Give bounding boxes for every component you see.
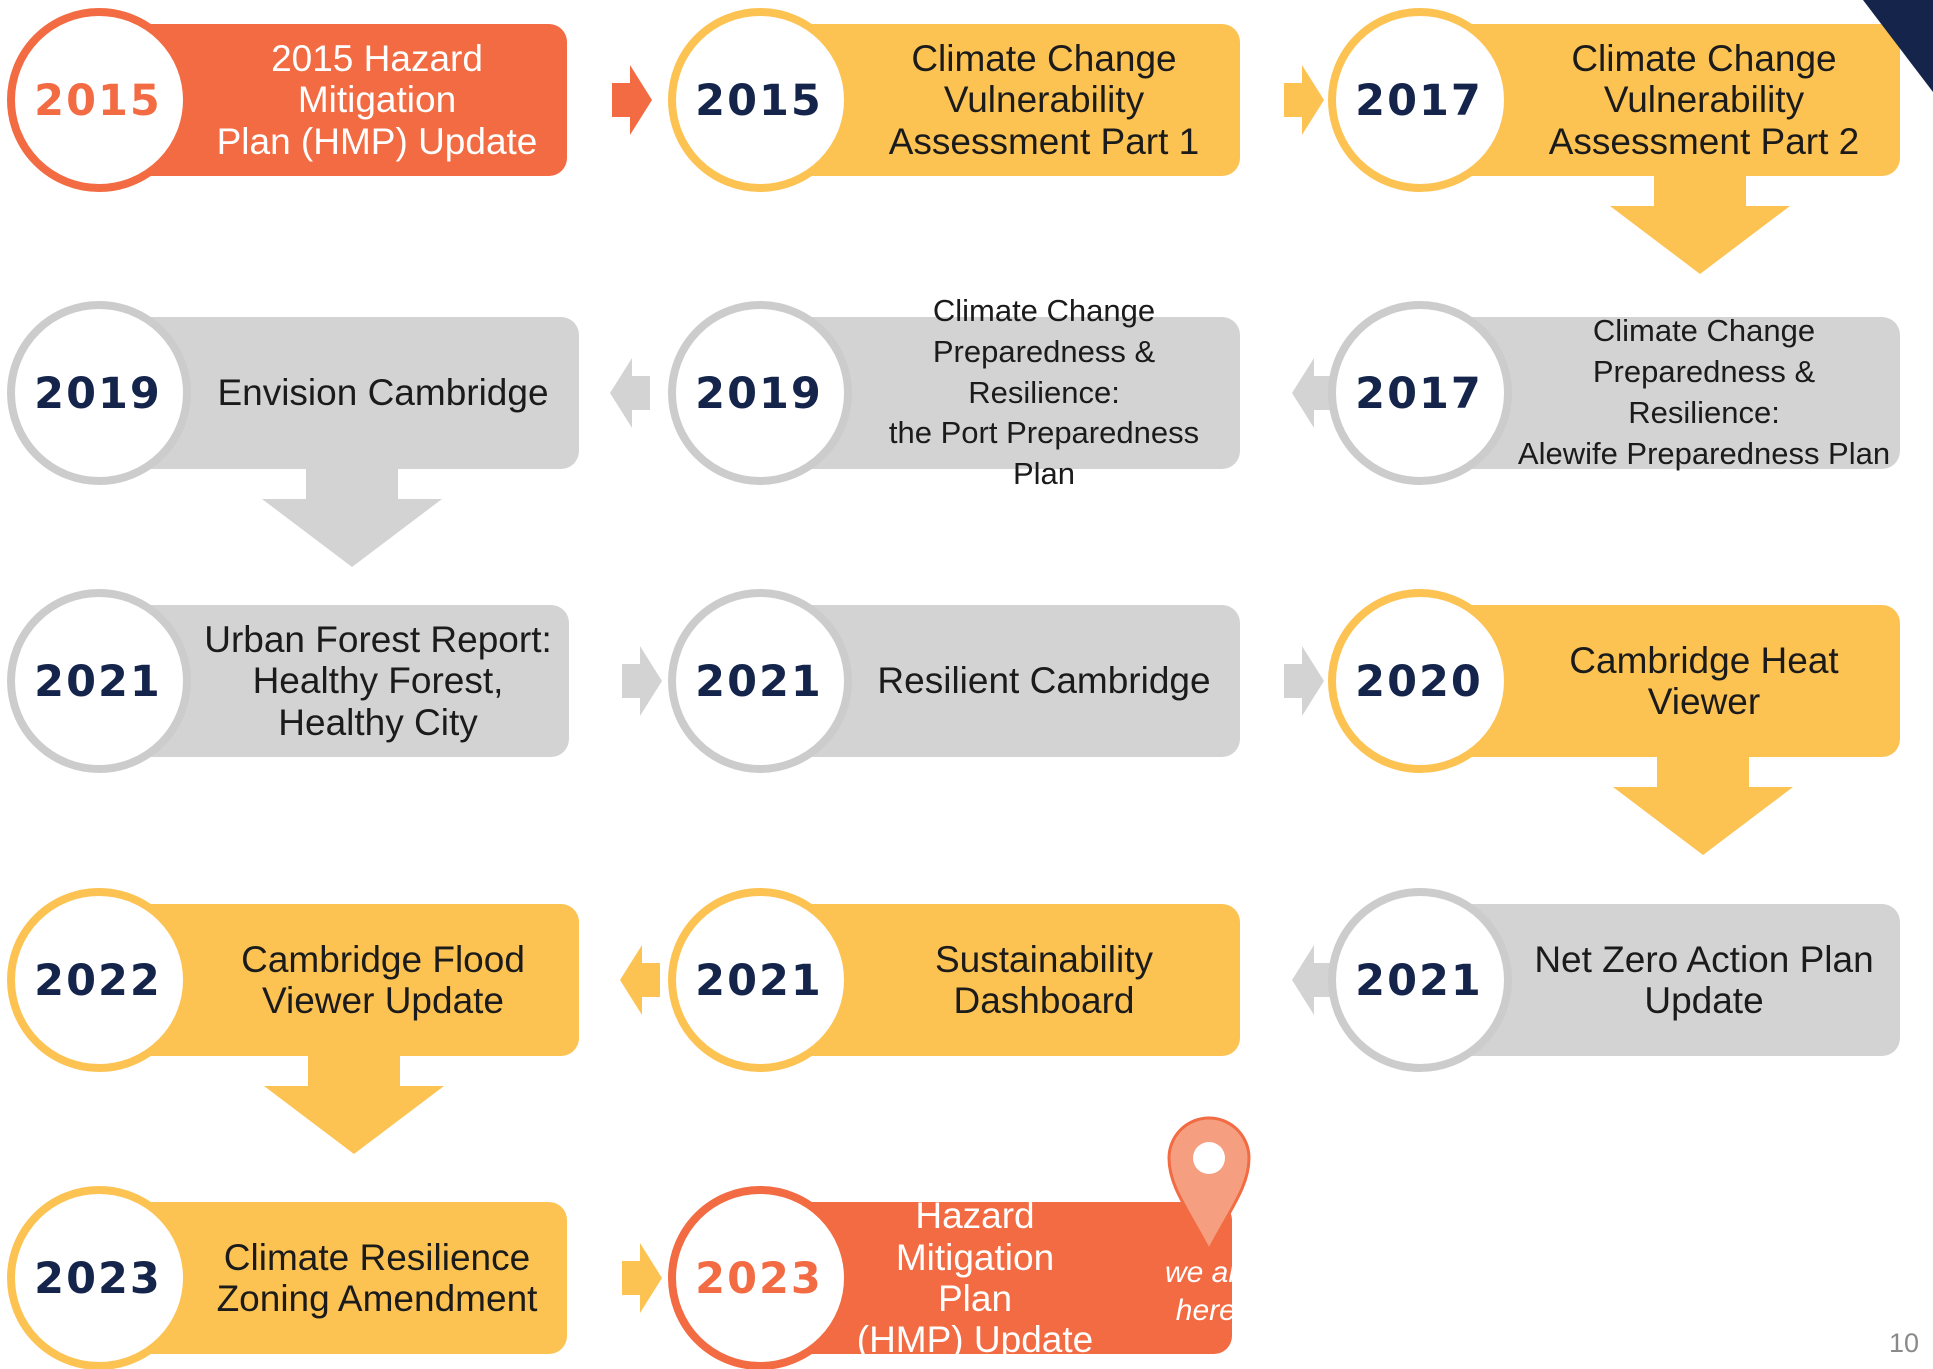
step-card: 2017 (1328, 301, 1900, 485)
year-label: 2021 (695, 956, 823, 1006)
step-label: Cambridge Heat Viewer (1569, 639, 1839, 722)
year-badge (7, 589, 191, 773)
arrow-left-icon (620, 945, 660, 1015)
year-label: 2023 (695, 1254, 823, 1304)
arrow-right-icon (1284, 65, 1324, 135)
step-label: Climate Change Preparedness & Resilience… (1517, 313, 1891, 471)
step-card: 2023 (7, 1186, 567, 1369)
year-badge (1328, 589, 1512, 773)
year-label: 2022 (34, 956, 162, 1006)
step-label: Hazard Mitigation Plan (HMP) Update (856, 1195, 1094, 1361)
step-card-body (760, 317, 1240, 469)
map-pin-icon (1167, 1116, 1251, 1254)
arrow-down-icon (264, 1056, 444, 1154)
step-card-body (1420, 24, 1900, 176)
connector-arrows (262, 65, 1793, 1313)
year-label: 2017 (1355, 76, 1483, 126)
step-card: 2021 (7, 589, 569, 773)
year-label: 2021 (1355, 956, 1483, 1006)
step-card-body (99, 317, 579, 469)
arrow-right-icon (622, 646, 662, 716)
year-label: 2019 (34, 369, 162, 419)
step-label: Urban Forest Report: Healthy Forest, Hea… (204, 618, 552, 743)
arrow-down-icon (1610, 176, 1790, 274)
step-card: 2015 (668, 8, 1240, 192)
year-label: 2019 (695, 369, 823, 419)
step-card-body (760, 605, 1240, 757)
we-are-here-label: we are here! (1164, 1256, 1256, 1327)
step-card: 2019 (668, 301, 1240, 485)
year-badge (7, 888, 191, 1072)
step-card: 2021 (668, 888, 1240, 1072)
step-card-body (760, 1202, 1232, 1354)
step-card: 2021 (668, 589, 1240, 773)
page-number: 10 (1888, 1328, 1919, 1358)
year-badge (1328, 888, 1512, 1072)
arrow-right-icon (1284, 646, 1324, 716)
year-badge (7, 1186, 191, 1369)
year-badge (1328, 8, 1512, 192)
year-label: 2020 (1355, 657, 1483, 707)
step-card: 2015 (7, 8, 567, 192)
step-card-body (1420, 605, 1900, 757)
year-label: 2015 (34, 76, 162, 126)
corner-tab (1863, 0, 1933, 92)
year-badge (7, 301, 191, 485)
arrow-down-icon (262, 469, 442, 567)
step-card-body (99, 605, 569, 757)
year-badge (1328, 301, 1512, 485)
step-card-body (760, 904, 1240, 1056)
year-label: 2021 (695, 657, 823, 707)
year-badge (668, 888, 852, 1072)
year-label: 2021 (34, 657, 162, 707)
year-badge (668, 1186, 852, 1369)
year-badge (668, 301, 852, 485)
year-label: 2023 (34, 1254, 162, 1304)
arrow-left-icon (1292, 945, 1332, 1015)
year-label: 2017 (1355, 369, 1483, 419)
step-card: 2023 (668, 1186, 1232, 1369)
year-badge (7, 8, 191, 192)
step-card: 2017 (1328, 8, 1900, 192)
location-marker (1167, 1116, 1251, 1254)
step-card-body (760, 24, 1240, 176)
step-cards: 2015 2015 2017 2017 2019 2019 2021 2021 2020 2021… (7, 8, 1900, 1369)
step-label: Net Zero Action Plan Update (1534, 938, 1874, 1021)
year-badge (668, 8, 852, 192)
step-label: Resilient Cambridge (877, 660, 1211, 702)
arrow-down-icon (1613, 757, 1793, 855)
step-card-body (1420, 904, 1900, 1056)
step-card-body (99, 24, 567, 176)
step-label: Climate Resilience Zoning Amendment (216, 1236, 538, 1319)
arrow-left-icon (1292, 358, 1332, 428)
arrow-right-icon (612, 65, 652, 135)
year-badge (668, 589, 852, 773)
step-label: Envision Cambridge (217, 372, 549, 414)
step-card: 2021 (1328, 888, 1900, 1072)
step-label: Climate Change Preparedness & Resilience… (888, 292, 1200, 492)
step-label: Cambridge Flood Viewer Update (241, 938, 525, 1021)
step-label: 2015 Hazard Mitigation Plan (HMP) Update (216, 37, 538, 162)
step-card: 2019 (7, 301, 579, 485)
step-label: Sustainability Dashboard (934, 938, 1153, 1021)
step-card: 2022 (7, 888, 579, 1072)
map-pin-hole (1193, 1142, 1225, 1174)
step-card-body (99, 904, 579, 1056)
step-card: 2020 (1328, 589, 1900, 773)
year-label: 2015 (695, 76, 823, 126)
step-card-body (99, 1202, 567, 1354)
arrow-right-icon (622, 1243, 662, 1313)
step-label: Climate Change Vulnerability Assessment … (1548, 37, 1860, 162)
step-card-body (1420, 317, 1900, 469)
arrow-left-icon (610, 358, 650, 428)
step-label: Climate Change Vulnerability Assessment … (888, 37, 1200, 162)
